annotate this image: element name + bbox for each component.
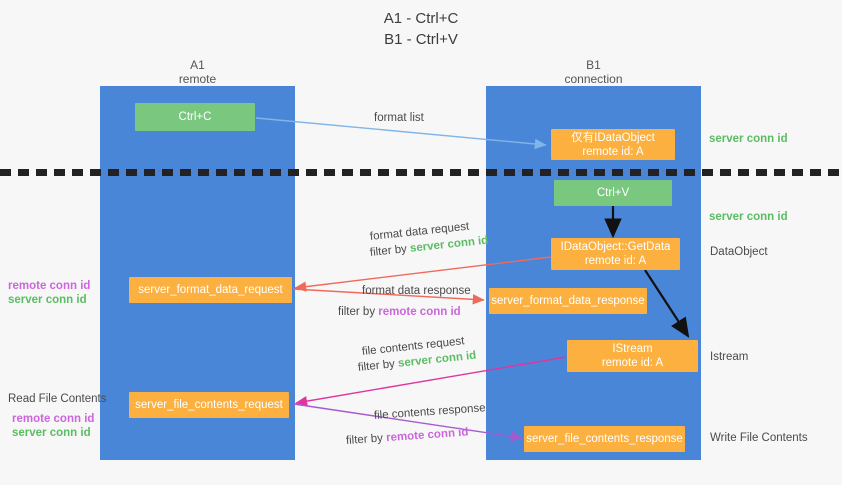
node-istream-line-1: IStream [612, 343, 653, 355]
filter-prefix: filter by [345, 432, 387, 447]
title-line-1: A1 - Ctrl+C [383, 10, 459, 27]
edge-label-format-list: format list [374, 112, 424, 124]
edge-label-file-contents-response: file contents response [373, 402, 487, 422]
node-server-format-data-request[interactable]: server_format_data_request [129, 277, 292, 303]
node-istream[interactable]: IStream remote id: A [567, 340, 698, 372]
annotation-right-server-conn-id-1: server conn id [709, 133, 788, 145]
edge-label-file-contents-response-filter: filter by remote conn id [345, 425, 469, 448]
node-idataobject-line-2: remote id: A [582, 145, 644, 158]
node-server-file-contents-response[interactable]: server_file_contents_response [524, 426, 685, 452]
annotation-right-istream: Istream [710, 351, 749, 363]
phase-divider [0, 169, 842, 176]
lane-header-a1-name: A1 [190, 58, 205, 72]
annotation-right-dataobject: DataObject [710, 246, 768, 258]
filter-prefix: filter by [338, 306, 379, 318]
node-istream-line-2: remote id: A [601, 357, 664, 369]
page-title: A1 - Ctrl+C B1 - Ctrl+V [0, 8, 842, 50]
node-server-format-data-response[interactable]: server_format_data_response [489, 288, 647, 314]
node-server-file-contents-response-label: server_file_contents_response [526, 433, 683, 445]
node-server-format-data-request-label: server_format_data_request [138, 284, 283, 296]
filter-prefix: filter by [357, 357, 399, 374]
node-ctrl-v-label: Ctrl+V [596, 187, 630, 199]
lane-header-b1: B1 connection [486, 58, 701, 86]
node-getdata-line-2: remote id: A [584, 255, 647, 267]
edge-label-format-data-response: format data response [362, 285, 471, 297]
filter-key-remote-conn-id: remote conn id [385, 426, 469, 445]
filter-prefix: filter by [369, 242, 411, 259]
node-ctrl-c-label: Ctrl+C [178, 111, 212, 123]
annotation-left-server-conn-id-2: server conn id [12, 427, 91, 439]
node-ctrl-c[interactable]: Ctrl+C [135, 103, 255, 131]
node-server-file-contents-request-label: server_file_contents_request [135, 399, 283, 411]
annotation-left-read-file-contents: Read File Contents [8, 393, 107, 405]
annotation-right-write-file-contents: Write File Contents [710, 432, 808, 444]
node-server-file-contents-request[interactable]: server_file_contents_request [129, 392, 289, 418]
lane-header-a1: A1 remote [100, 58, 295, 86]
node-getdata-line-1: IDataObject::GetData [560, 241, 671, 253]
title-line-2: B1 - Ctrl+V [384, 31, 458, 48]
node-idataobject[interactable]: 仅有IDataObject remote id: A [551, 129, 675, 160]
node-server-format-data-response-label: server_format_data_response [491, 295, 645, 307]
annotation-left-remote-conn-id-1: remote conn id [8, 280, 91, 292]
lane-header-b1-sub: connection [564, 72, 623, 86]
node-getdata[interactable]: IDataObject::GetData remote id: A [551, 238, 680, 270]
lane-header-a1-sub: remote [178, 72, 217, 86]
edge-label-format-data-response-filter: filter by remote conn id [338, 305, 461, 320]
annotation-right-server-conn-id-2: server conn id [709, 211, 788, 223]
annotation-left-server-conn-id-1: server conn id [8, 294, 87, 306]
node-idataobject-line-1: 仅有IDataObject [571, 131, 655, 144]
filter-key-remote-conn-id: remote conn id [378, 306, 461, 318]
node-ctrl-v[interactable]: Ctrl+V [554, 180, 672, 206]
annotation-left-remote-conn-id-2: remote conn id [12, 413, 95, 425]
lane-header-b1-name: B1 [586, 58, 601, 72]
